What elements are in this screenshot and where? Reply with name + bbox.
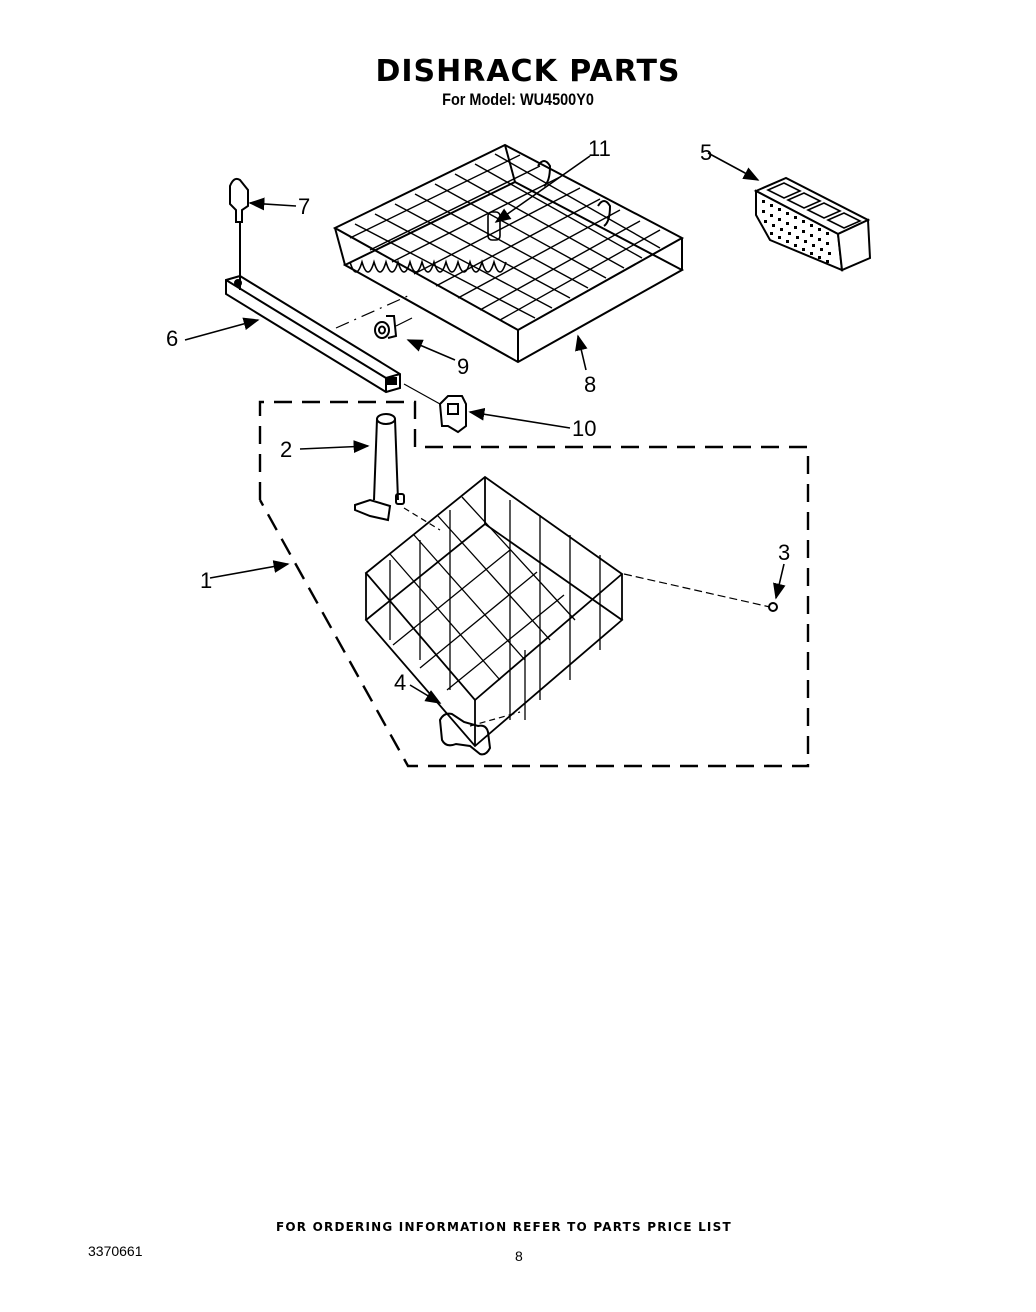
ordering-note: FOR ORDERING INFORMATION REFER TO PARTS … <box>276 1220 732 1234</box>
rack-bumper-drawing <box>768 602 778 612</box>
document-number: 3370661 <box>88 1243 143 1259</box>
track-end-cap-drawing <box>229 177 249 276</box>
callout-1: 1 <box>200 568 212 593</box>
page-number: 8 <box>515 1248 523 1264</box>
lower-dishrack-drawing <box>364 475 771 748</box>
callout-labels: 1 2 3 4 5 6 7 8 9 10 11 <box>166 136 790 695</box>
silverware-basket-drawing <box>753 176 872 272</box>
callout-11: 11 <box>588 136 611 161</box>
rack-track-drawing <box>225 274 411 394</box>
callout-5: 5 <box>700 140 712 165</box>
upper-dishrack-drawing <box>332 143 685 364</box>
rack-roller-drawing <box>438 711 521 756</box>
callout-7: 7 <box>298 194 310 219</box>
track-stop-clip-drawing <box>403 383 467 434</box>
callout-10: 10 <box>572 416 596 441</box>
callout-6: 6 <box>166 326 178 351</box>
page-title: DISHRACK PARTS <box>375 54 681 89</box>
callout-4: 4 <box>394 670 406 695</box>
callout-8: 8 <box>584 372 596 397</box>
leader-lines <box>184 152 786 704</box>
rack-wheel-drawing <box>374 315 413 339</box>
assembly-boundary <box>258 400 810 768</box>
callout-3: 3 <box>778 540 790 565</box>
model-subtitle: For Model: WU4500Y0 <box>442 90 594 109</box>
callout-9: 9 <box>457 354 469 379</box>
spray-tube-drawing <box>354 413 441 531</box>
callout-2: 2 <box>280 437 292 462</box>
